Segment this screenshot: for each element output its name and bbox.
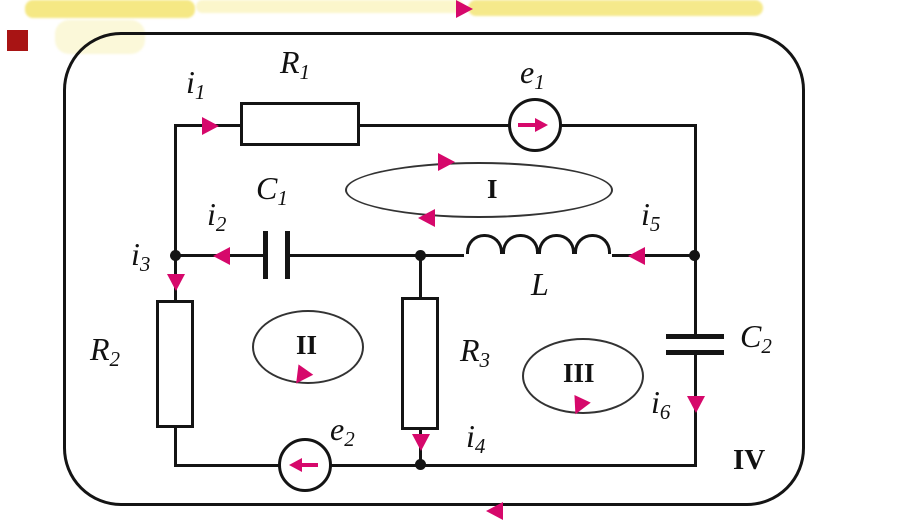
node-dot-bottom: [415, 459, 426, 470]
inductor-L-wire-cover: [464, 253, 612, 258]
node-dot-center: [415, 250, 426, 261]
label-e2: e2: [330, 411, 355, 451]
label-L: L: [531, 266, 549, 302]
node-dot-right: [689, 250, 700, 261]
label-loop-III: III: [563, 358, 595, 388]
current-arrow-i3: [167, 274, 185, 291]
source-e1-arrow: [535, 118, 548, 132]
artifact-highlight-top-right: [468, 0, 763, 16]
label-loop-IV: IV: [733, 444, 766, 476]
loop-I-bottom-arrow: [418, 209, 435, 227]
loop-IV-bottom-arrow: [486, 502, 503, 520]
node-dot-left: [170, 250, 181, 261]
wire-bottom-branch: [175, 464, 695, 467]
current-arrow-i6: [687, 396, 705, 413]
label-i3: i3: [131, 236, 151, 276]
current-arrow-i2: [213, 247, 230, 265]
resistor-R2: [156, 300, 194, 428]
resistor-R1: [240, 102, 360, 146]
artifact-red-square: [7, 30, 28, 51]
artifact-highlight-top-mid: [196, 0, 464, 13]
label-loop-I: I: [487, 174, 498, 204]
label-i1: i1: [186, 64, 206, 104]
inductor-L-coil-4: [574, 234, 611, 254]
label-i2: i2: [207, 196, 227, 236]
wire-right-branch: [694, 124, 697, 467]
wire-middle-branch: [175, 254, 695, 257]
label-i5: i5: [641, 196, 661, 236]
source-e2-arrow: [289, 458, 302, 472]
inductor-L-coil-3: [538, 234, 575, 254]
capacitor-C2-plate-top: [666, 334, 724, 339]
label-i4: i4: [466, 418, 486, 458]
source-e1-arrow-tail: [518, 123, 536, 127]
wire-left-branch: [174, 124, 177, 467]
label-loop-II: II: [296, 330, 318, 360]
capacitor-C1-gap: [268, 248, 285, 263]
mesh-loop-II-outline: [252, 310, 364, 384]
label-R2: R2: [90, 331, 121, 371]
current-arrow-i5: [628, 247, 645, 265]
label-e1: e1: [520, 54, 545, 94]
capacitor-C1-plate-left: [263, 231, 268, 279]
artifact-highlight-top-left: [25, 0, 195, 18]
mesh-loop-I-outline: [345, 162, 613, 218]
capacitor-C2-gap: [688, 339, 703, 350]
current-arrow-i4: [412, 434, 430, 451]
label-C2: C2: [740, 318, 772, 358]
source-e2-arrow-tail: [300, 463, 318, 467]
mesh-loop-IV-outline: [63, 32, 805, 506]
loop-IV-top-arrow: [456, 0, 473, 18]
label-R3: R3: [460, 332, 491, 372]
current-arrow-i1: [202, 117, 219, 135]
label-C1: C1: [256, 170, 288, 210]
inductor-L-coil-1: [466, 234, 503, 254]
label-i6: i6: [651, 384, 671, 424]
wire-top-branch: [175, 124, 695, 127]
label-R1: R1: [280, 44, 311, 84]
inductor-L-coil-2: [502, 234, 539, 254]
mesh-loop-III-outline: [522, 338, 644, 414]
resistor-R3: [401, 297, 439, 430]
loop-I-top-arrow: [438, 153, 455, 171]
capacitor-C1-plate-right: [285, 231, 290, 279]
capacitor-C2-plate-bottom: [666, 350, 724, 355]
